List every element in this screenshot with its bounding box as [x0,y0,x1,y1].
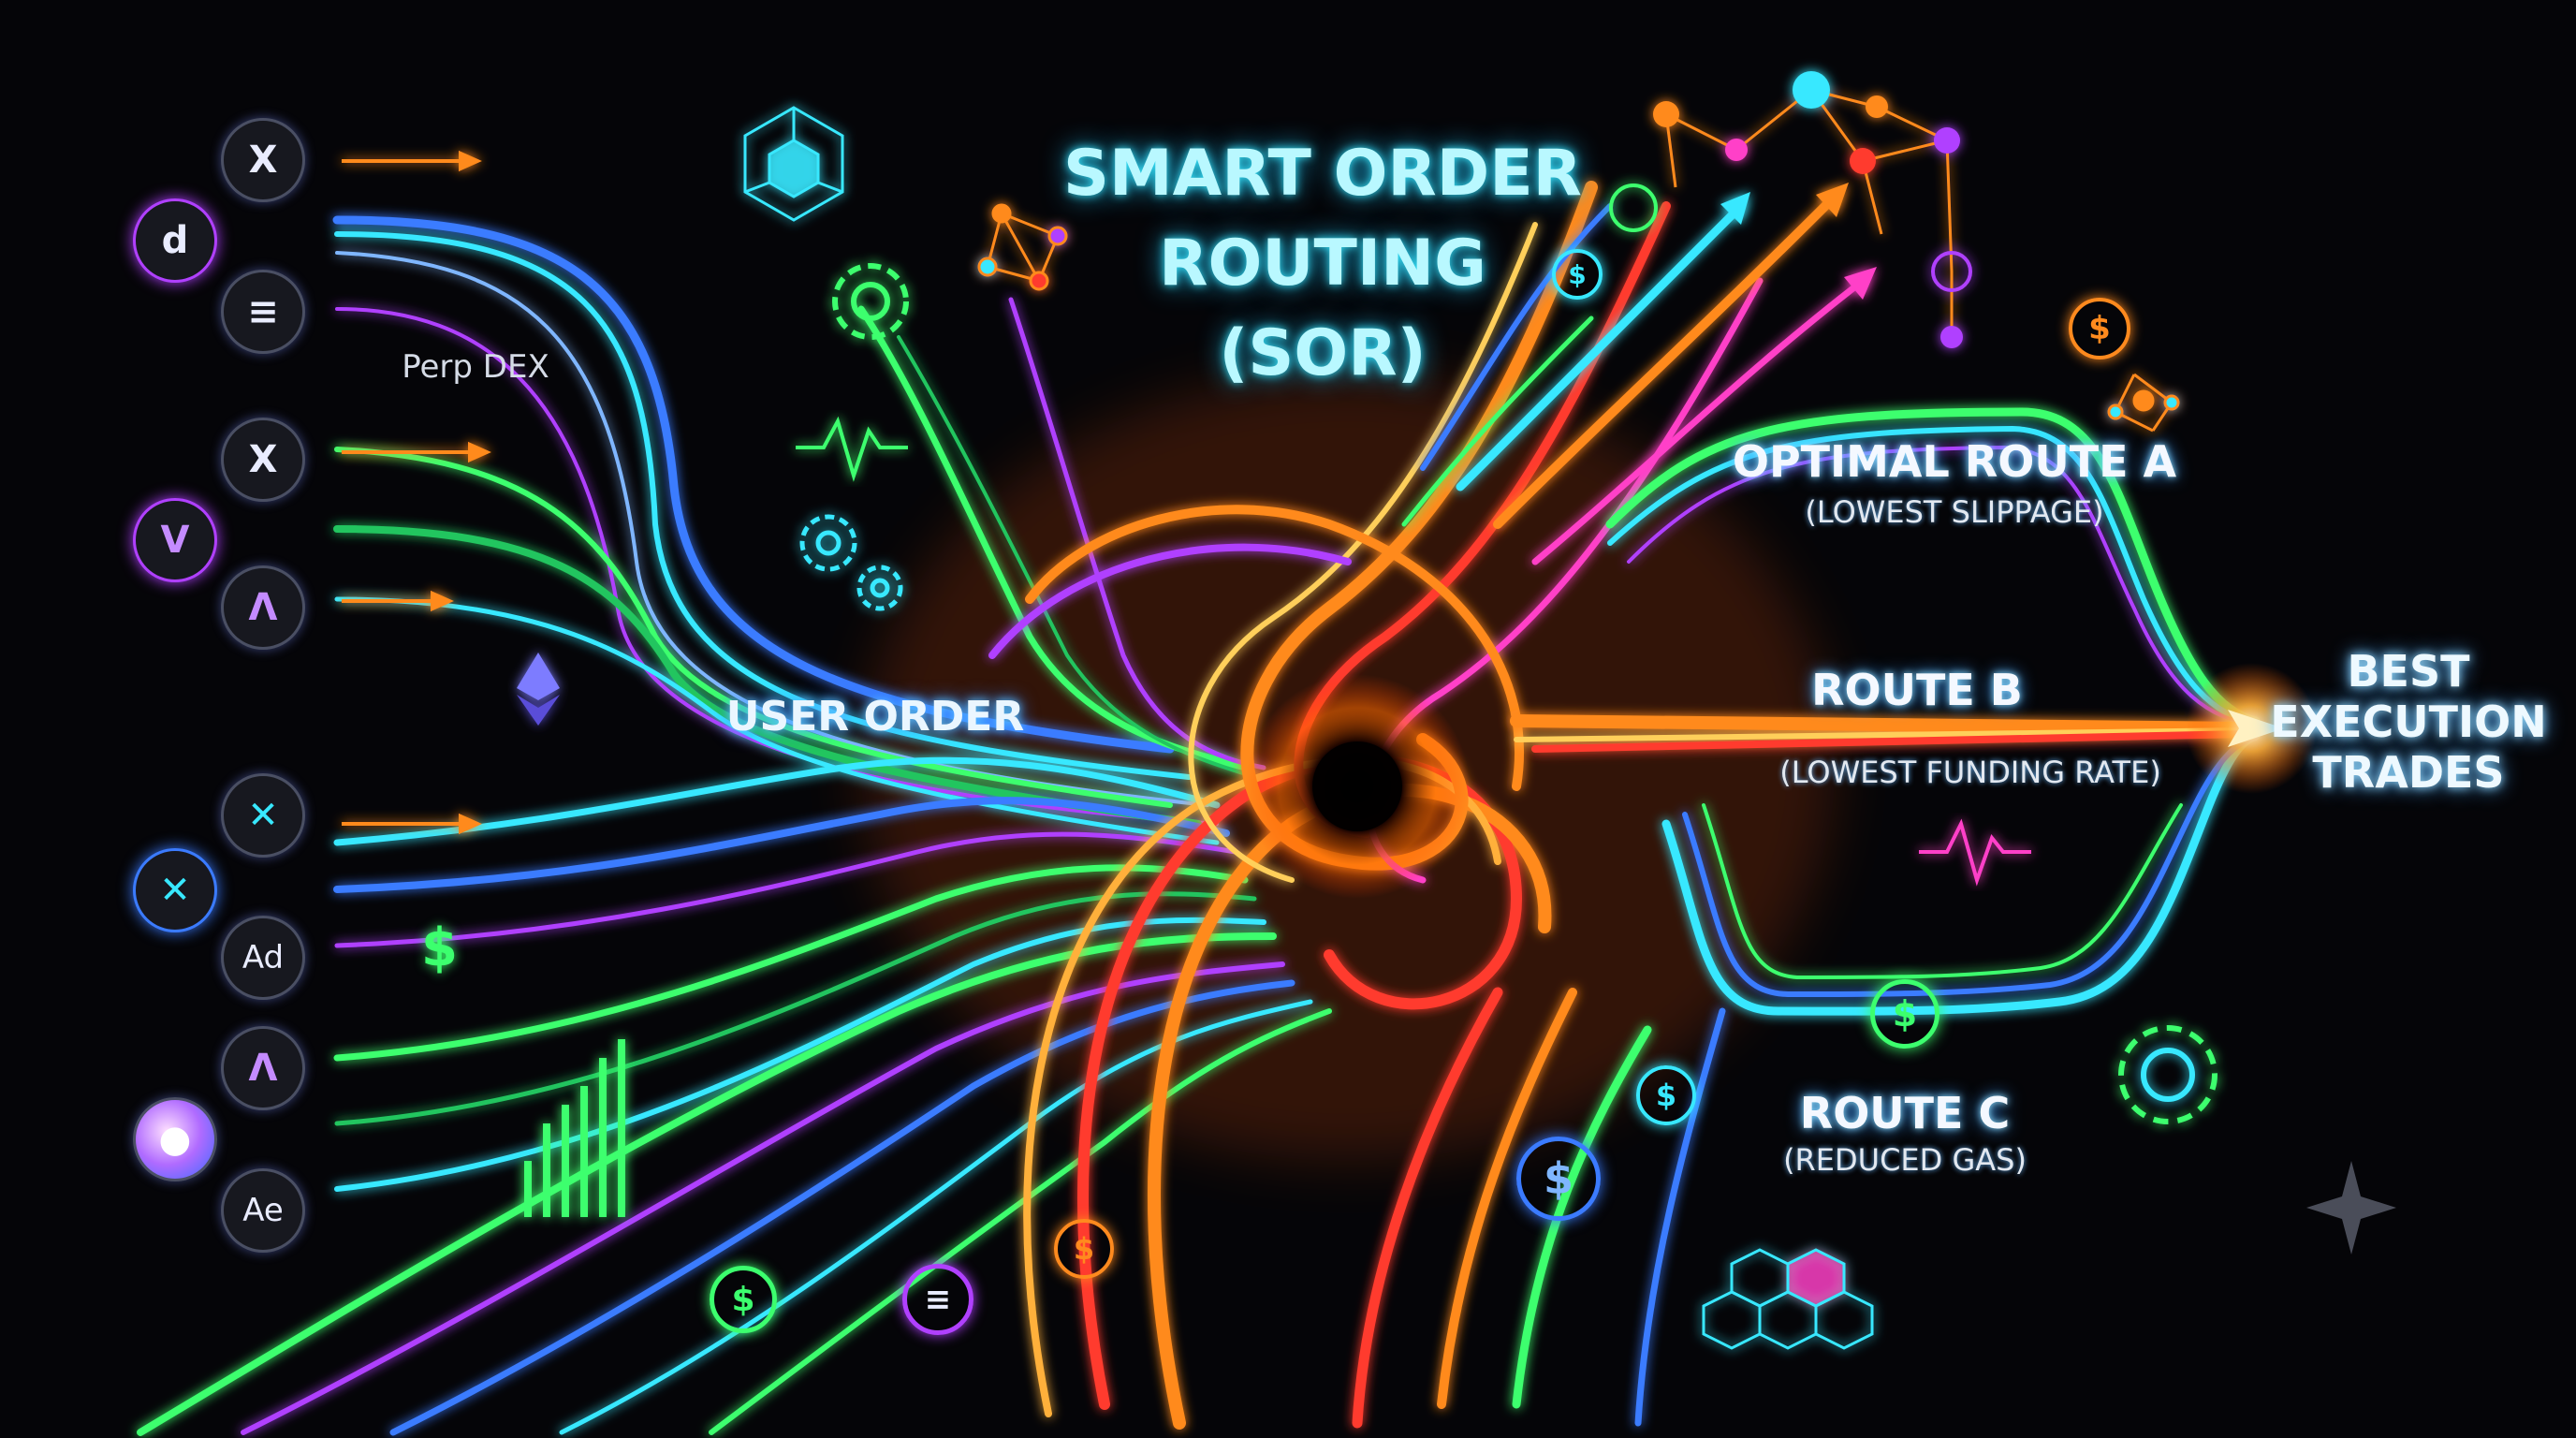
route-b-label: ROUTE B [1811,665,2023,715]
dex-icon-3: ≡ [221,270,305,354]
diagram-title: SMART ORDER ROUTING (SOR) [1063,129,1582,399]
solana-coin-icon: ≡ [902,1264,973,1335]
dollar-sign-icon: $ [421,917,458,978]
dex-icon-9: Ad [221,916,305,1000]
dex-icon-6: Λ [221,565,305,650]
vortex-center [1312,741,1402,831]
dex-icon-11: ● [133,1097,217,1181]
gear-icon [832,263,909,340]
upward-arrowheads [1720,183,1877,300]
dex-icon-2: d [133,198,217,283]
pulse-icon [1919,818,2031,887]
destination-line-3: TRADES [2312,747,2505,798]
settings-gear-icon [2118,1025,2217,1124]
dollar-coin-icon: $ [1054,1219,1114,1279]
dollar-coin-icon: $ [1636,1065,1696,1125]
sparkle-icon [2306,1161,2396,1255]
right-node-cluster [2107,373,2180,433]
dex-icon-12: Ae [221,1168,305,1253]
title-line-2: ROUTING [1159,227,1486,301]
dex-icon-5: V [133,498,217,582]
dex-icon-8: ✕ [133,848,217,932]
title-line-1: SMART ORDER [1062,137,1583,211]
outbound-routes [1510,407,2261,1016]
cube-node-icon [743,106,844,222]
ethereum-icon [517,653,560,726]
upward-streams [1401,192,1866,565]
destination-label: BEST EXECUTION TRADES [2270,646,2547,798]
network-cluster [1609,71,1972,348]
route-b-detail: (LOWEST FUNDING RATE) [1779,755,2161,790]
dollar-coin-icon: $ [710,1266,777,1333]
dex-icon-10: Λ [221,1026,305,1110]
route-c-label: ROUTE C [1799,1088,2011,1138]
dollar-coin-icon: $ [1552,249,1603,300]
source-label: Perp DEX [402,348,549,386]
dex-icon-7: ✕ [221,773,305,858]
gears-icon [799,514,903,611]
route-a-detail: (LOWEST SLIPPAGE) [1805,494,2104,530]
dex-icon-4: X [221,418,305,502]
destination-line-1: BEST [2347,646,2470,697]
dollar-coin-icon: $ [1870,979,1939,1049]
dex-icon-1: X [221,118,305,202]
destination-line-2: EXECUTION [2270,697,2547,747]
dollar-coin-icon: $ [1516,1137,1601,1221]
pulse-icon [796,416,908,482]
orange-network-icon [977,203,1068,291]
route-c-detail: (REDUCED GAS) [1783,1142,2027,1178]
title-line-3: (SOR) [1219,316,1427,390]
user-order-label: USER ORDER [725,693,1025,741]
input-arrows [342,150,491,835]
hexagon-cluster [1702,1248,1874,1350]
route-a-label: OPTIMAL ROUTE A [1732,436,2177,487]
dollar-coin-icon: $ [2069,298,2130,360]
destination-arrowhead [2228,710,2284,747]
bar-chart-icon [524,1039,625,1217]
